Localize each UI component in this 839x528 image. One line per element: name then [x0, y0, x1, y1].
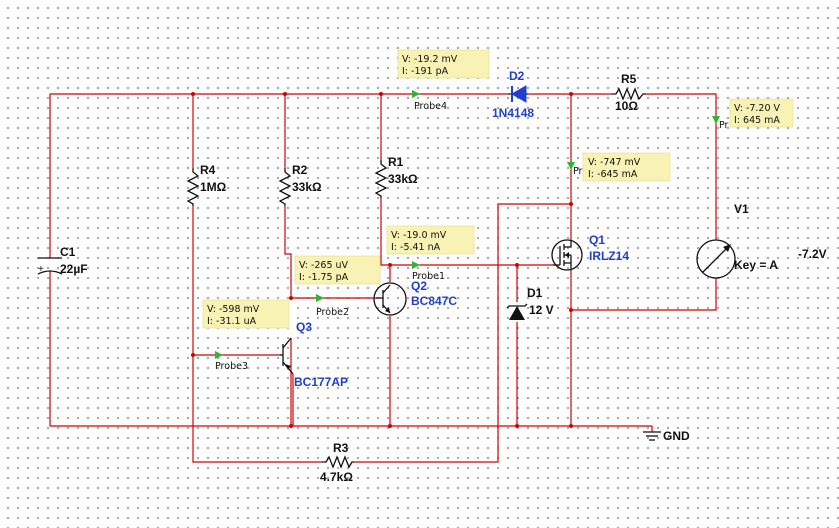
probe1-arrow-icon: [412, 261, 420, 269]
q1-ref: Q1: [589, 233, 605, 247]
wires: [49, 93, 717, 463]
q2-ref: Q2: [411, 279, 427, 293]
pr-q1-current: I: -645 mA: [588, 169, 638, 180]
probe4-arrow-icon: [412, 90, 420, 98]
pr-q1-voltage: V: -747 mV: [588, 157, 641, 168]
pr-q1-name: Pr: [573, 166, 583, 177]
probe4-current: I: -191 pA: [402, 66, 449, 77]
probe3-name: Probe3: [215, 361, 248, 372]
r2-value: 33kΩ: [292, 180, 322, 194]
resistor-r4[interactable]: R4 1MΩ: [186, 163, 227, 206]
q1-value: IRLZ14: [589, 249, 629, 263]
r5-ref: R5: [621, 72, 637, 86]
pr-v1-current: I: 645 mA: [734, 115, 780, 126]
r2-ref: R2: [292, 163, 308, 177]
mosfet-q1[interactable]: Q1 IRLZ14: [551, 233, 629, 271]
r3-ref: R3: [333, 441, 349, 455]
probe1-current: I: -5.41 nA: [391, 242, 441, 253]
resistor-r1[interactable]: R1 33kΩ: [374, 155, 418, 198]
v1-ref: V1: [734, 202, 749, 216]
q3-ref: Q3: [296, 320, 312, 334]
r3-value: 4.7kΩ: [320, 470, 353, 484]
probe-q1-drain[interactable]: V: -747 mV I: -645 mA Pr: [567, 152, 671, 182]
c1-polarity: +: [38, 264, 44, 275]
probe2-voltage: V: -265 uV: [299, 260, 349, 271]
d2-ref: D2: [509, 69, 525, 83]
gnd-label: GND: [663, 429, 690, 443]
r1-ref: R1: [388, 155, 404, 169]
d1-ref: D1: [527, 286, 543, 300]
q3-value: BC177AP: [294, 375, 348, 389]
c1-value: 22µF: [60, 262, 88, 276]
junctions: [191, 92, 573, 428]
probe1-voltage: V: -19.0 mV: [391, 230, 447, 241]
q2-value: BC847C: [411, 294, 457, 308]
probe3-voltage: V: -598 mV: [207, 304, 260, 315]
d1-value: 12 V: [529, 303, 554, 317]
resistor-r3[interactable]: R3 4.7kΩ: [320, 441, 354, 484]
pr-v1-arrow-icon: [712, 116, 720, 124]
probe2-name: Probe2: [316, 307, 349, 318]
r4-value: 1MΩ: [200, 180, 227, 194]
probe2-current: I: -1.75 pA: [299, 272, 349, 283]
probe4-voltage: V: -19.2 mV: [402, 54, 458, 65]
zener-diode-d1[interactable]: D1 12 V: [506, 286, 554, 320]
probe3-arrow-icon: [215, 351, 223, 359]
probe-probe3[interactable]: V: -598 mV I: -31.1 uA Probe3: [202, 299, 290, 372]
probe-probe1[interactable]: V: -19.0 mV I: -5.41 nA Probe1: [386, 225, 475, 282]
diode-d2[interactable]: D2 1N4148: [492, 69, 534, 120]
v1-reading: -7.2V: [798, 247, 827, 261]
ground-symbol[interactable]: GND: [643, 426, 690, 443]
probe3-current: I: -31.1 uA: [207, 316, 257, 327]
pr-v1-name: Pr: [719, 120, 729, 131]
capacitor-c1[interactable]: + C1 22µF: [37, 245, 88, 276]
pr-v1-voltage: V: -7.20 V: [734, 103, 781, 114]
resistor-r5[interactable]: R5 10Ω: [612, 72, 646, 113]
transistor-q2[interactable]: Q2 BC847C: [373, 279, 457, 316]
r1-value: 33kΩ: [388, 172, 418, 186]
r5-value: 10Ω: [615, 99, 638, 113]
c1-ref: C1: [60, 245, 76, 259]
probe1-name: Probe1: [412, 271, 445, 282]
transistor-q3[interactable]: Q3 BC177AP: [280, 320, 348, 389]
probe-probe2[interactable]: V: -265 uV I: -1.75 pA Probe2: [294, 255, 381, 318]
probe2-arrow-icon: [316, 294, 324, 302]
probe-probe4[interactable]: V: -19.2 mV I: -191 pA Probe4: [397, 49, 490, 112]
voltmeter-v1[interactable]: V1 Key = A -7.2V: [696, 202, 827, 279]
probe-v1[interactable]: V: -7.20 V I: 645 mA Pr: [712, 98, 794, 131]
d2-value: 1N4148: [492, 106, 534, 120]
pr-q1-arrow-icon: [567, 162, 575, 170]
r4-ref: R4: [200, 163, 216, 177]
resistor-r2[interactable]: R2 33kΩ: [278, 163, 322, 206]
v1-key: Key = A: [734, 258, 778, 272]
probe4-name: Probe4: [414, 101, 447, 112]
